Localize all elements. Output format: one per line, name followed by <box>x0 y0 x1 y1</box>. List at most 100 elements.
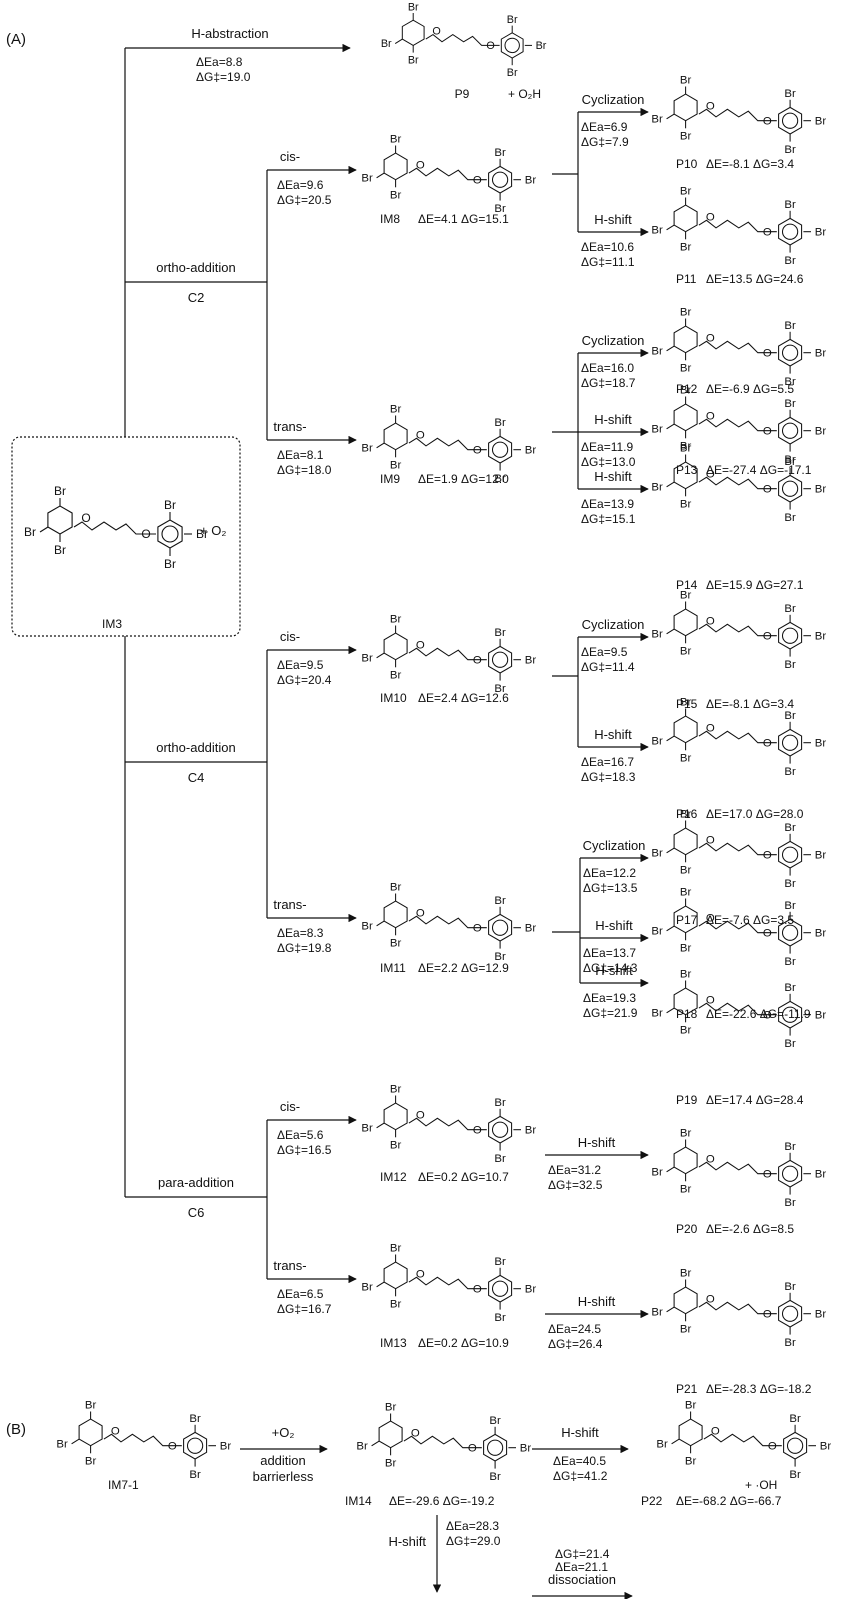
atom-label: Br <box>680 75 692 87</box>
h-shift-1-label: H-shift <box>561 1425 599 1440</box>
atom-label: O <box>706 615 715 627</box>
aromatic-circle <box>186 1437 204 1454</box>
atom-label: O <box>416 159 425 171</box>
ring-right <box>778 1159 803 1188</box>
atom-label: O <box>473 655 482 667</box>
step-label-5: Cyclization <box>582 617 645 632</box>
atom-label: Br <box>390 134 402 146</box>
h-shift-2-dEa: ΔEa=28.3 <box>446 1519 499 1533</box>
ether-linker <box>698 842 777 856</box>
reactant-name: IM3 <box>102 617 122 631</box>
h-shift-2-dG: ΔG‡=29.0 <box>446 1534 501 1548</box>
atom-label: O <box>473 923 482 935</box>
product-name-1: P11 <box>676 272 697 286</box>
atom-label: Br <box>494 1153 506 1165</box>
bond <box>376 1281 385 1288</box>
bond <box>376 652 385 659</box>
atom-label: O <box>416 907 425 919</box>
atom-label: Br <box>685 1400 697 1412</box>
atom-label: Br <box>784 456 796 468</box>
atom-label: Br <box>525 923 537 935</box>
atom-label: Br <box>361 1123 373 1135</box>
atom-label: Br <box>680 499 692 511</box>
ether-linker <box>698 623 777 637</box>
intermediate-name-4: IM12 <box>380 1170 407 1184</box>
im14-name: IM14 <box>345 1494 372 1508</box>
aromatic-circle <box>781 223 799 240</box>
atom-label: Br <box>494 1312 506 1324</box>
p22-energies: ΔE=-68.2 ΔG=-66.7 <box>676 1494 782 1508</box>
scheme-labels: (A)(B)+ O₂IM3H-abstractionΔEa=8.8ΔG‡=19.… <box>6 26 812 1587</box>
step-label-10: H-shift <box>578 1135 616 1150</box>
bond <box>394 38 403 45</box>
atom-label: O <box>763 1309 772 1321</box>
intermediate-dG-4: ΔG‡=16.5 <box>277 1143 332 1157</box>
product-name-2: P12 <box>676 382 698 396</box>
branch-c4-site: C4 <box>188 770 205 785</box>
aromatic-circle <box>491 1280 509 1297</box>
ring-left <box>78 1418 103 1447</box>
step-dEa-2: ΔEa=16.0 <box>581 361 634 375</box>
atom-label: O <box>168 1441 177 1453</box>
ether-linker <box>698 730 777 744</box>
step-label-2: Cyclization <box>582 333 645 348</box>
aromatic-circle <box>491 1121 509 1138</box>
ring-left <box>383 632 408 661</box>
product-energies-10: ΔE=-2.6 ΔG=8.5 <box>706 1222 794 1236</box>
product-name-3: P13 <box>676 463 698 477</box>
ring-left <box>673 608 698 637</box>
intermediate-dEa-3: ΔEa=8.3 <box>277 926 324 940</box>
atom-label: Br <box>507 14 518 26</box>
atom-label: Br <box>784 766 796 778</box>
atom-label: Br <box>494 147 506 159</box>
atom-label: O <box>706 211 715 223</box>
atom-label: Br <box>651 736 663 748</box>
atom-label: Br <box>651 346 663 358</box>
step-label-11: H-shift <box>578 1294 616 1309</box>
atom-label: O <box>432 26 440 38</box>
panel-a-label: (A) <box>6 31 26 48</box>
atom-label: Br <box>525 445 537 457</box>
step-dEa-9: ΔEa=19.3 <box>583 991 636 1005</box>
aromatic-circle <box>781 1006 799 1023</box>
atom-label: Br <box>390 404 402 416</box>
atom-label: Br <box>784 1038 796 1050</box>
intermediate-name-5: IM13 <box>380 1336 407 1350</box>
product-energies-1: ΔE=13.5 ΔG=24.6 <box>706 272 804 286</box>
atom-label: O <box>416 1268 425 1280</box>
ether-linker <box>408 437 487 451</box>
intermediate-name-1: IM9 <box>380 472 400 486</box>
atom-label: Br <box>164 557 176 571</box>
atom-label: O <box>763 850 772 862</box>
step-dG-1: ΔG‡=11.1 <box>581 255 635 269</box>
atom-label: Br <box>494 417 506 429</box>
intermediate-name-0: IM8 <box>380 212 400 226</box>
product-name-8: P18 <box>676 1007 698 1021</box>
ring-left <box>378 1420 403 1449</box>
atom-label: Br <box>784 512 796 524</box>
atom-label: Br <box>651 114 663 126</box>
atom-label: O <box>706 332 715 344</box>
atom-label: O <box>763 348 772 360</box>
aromatic-circle <box>491 651 509 668</box>
atom-label: Br <box>651 629 663 641</box>
step-dG-4: ΔG‡=15.1 <box>581 512 636 526</box>
atom-label: Br <box>784 956 796 968</box>
atom-label: Br <box>680 809 692 821</box>
step-label-4: H-shift <box>594 469 632 484</box>
product-name-4: P14 <box>676 578 698 592</box>
step-dEa-11: ΔEa=24.5 <box>548 1322 601 1336</box>
atom-label: O <box>763 928 772 940</box>
atom-label: Br <box>651 424 663 436</box>
ring-left <box>673 1146 698 1175</box>
atom-label: Br <box>680 1268 692 1280</box>
addition-line2: barrierless <box>253 1469 314 1484</box>
aromatic-circle <box>781 422 799 439</box>
ring-right <box>778 918 803 947</box>
atom-label: Br <box>164 498 176 512</box>
atom-label: Br <box>390 614 402 626</box>
